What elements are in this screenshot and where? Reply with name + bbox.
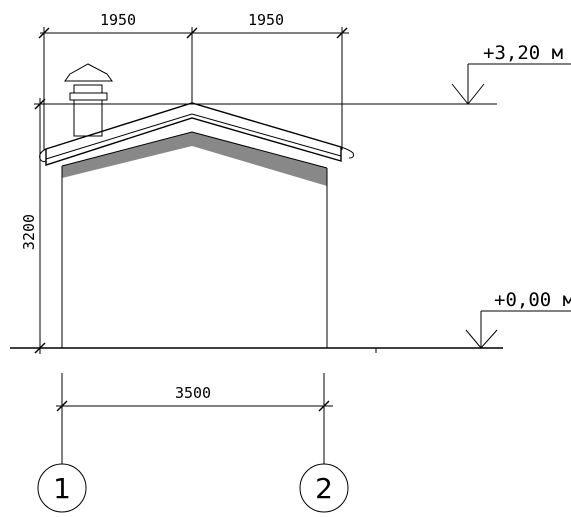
top-left-dimension: 1950: [100, 11, 136, 29]
chimney-band: [69, 92, 108, 101]
top-level-label: +3,20 м: [483, 42, 563, 64]
height-dimension-value: 3200: [20, 214, 38, 250]
axis-label-2: 2: [315, 472, 333, 505]
axis-bubble-2: [299, 463, 349, 513]
roof-slab: [45, 102, 342, 166]
base-dimension-value: 3500: [175, 384, 211, 402]
roof-underside-line: [61, 131, 328, 169]
base-dimension: 3500: [56, 384, 333, 412]
roof-inner-line: [45, 113, 342, 160]
top-level-mark: +3,20 м: [34, 42, 571, 105]
building-body: [61, 131, 328, 348]
grid-axis-2: 2: [299, 373, 349, 513]
grid-axis-1: 1: [37, 373, 87, 513]
tick-mark: [186, 27, 198, 39]
chimney-vent: [64, 63, 113, 137]
chimney-stack: [73, 99, 103, 137]
top-dimension-chain: 1950 1950: [38, 11, 349, 150]
ground-level-label: +0,00 м: [494, 289, 571, 311]
gutter-left: [39, 148, 47, 163]
top-right-dimension: 1950: [248, 11, 284, 29]
roof: [39, 102, 354, 166]
tick-mark: [34, 342, 46, 354]
axis-bubble-1: [37, 463, 87, 513]
tick-mark: [34, 98, 46, 110]
ground-level-mark: +0,00 м: [10, 289, 571, 353]
tick-mark: [38, 27, 50, 39]
chimney-neck: [73, 84, 103, 94]
roof-underside-shading: [62, 132, 327, 186]
gutter-right: [340, 146, 354, 159]
axis-label-1: 1: [53, 472, 71, 505]
height-dimension: 3200: [20, 98, 46, 354]
tick-mark: [336, 27, 348, 39]
chimney-cap: [64, 63, 113, 82]
